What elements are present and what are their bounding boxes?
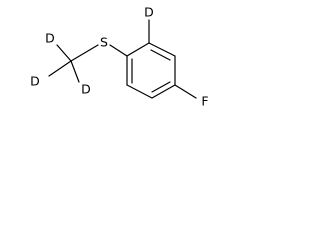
sulfur-atom-label: S <box>100 35 108 50</box>
ring-bond-c2-c3 <box>148 42 176 57</box>
bond-c1-sulfur <box>109 44 128 57</box>
bond-sulfur-methyl <box>70 44 99 62</box>
fluorine-atom-label: F <box>201 94 208 109</box>
structure-diagram: S D F D D D <box>30 5 208 109</box>
ring-bond-c4-c5 <box>151 84 176 99</box>
bond-methyl-deuterium-left <box>48 60 72 77</box>
methyl-deuterium-left-label: D <box>30 74 40 89</box>
ring-bond-c1-c2 <box>126 42 150 57</box>
methyl-deuterium-top-label: D <box>45 31 55 46</box>
benzene-ring <box>126 42 176 99</box>
bond-c4-fluorine <box>174 84 197 99</box>
bond-methyl-deuterium-bottom <box>70 60 80 83</box>
ring-bond-c5-c6 <box>126 84 153 99</box>
methyl-deuterium-bottom-label: D <box>81 82 91 97</box>
ortho-deuterium-atom-label: D <box>144 5 154 20</box>
ring-double-bond-c2-c3 <box>150 49 171 61</box>
ring-double-bond-c4-c5 <box>151 81 171 93</box>
bond-methyl-deuterium-top <box>56 44 72 62</box>
